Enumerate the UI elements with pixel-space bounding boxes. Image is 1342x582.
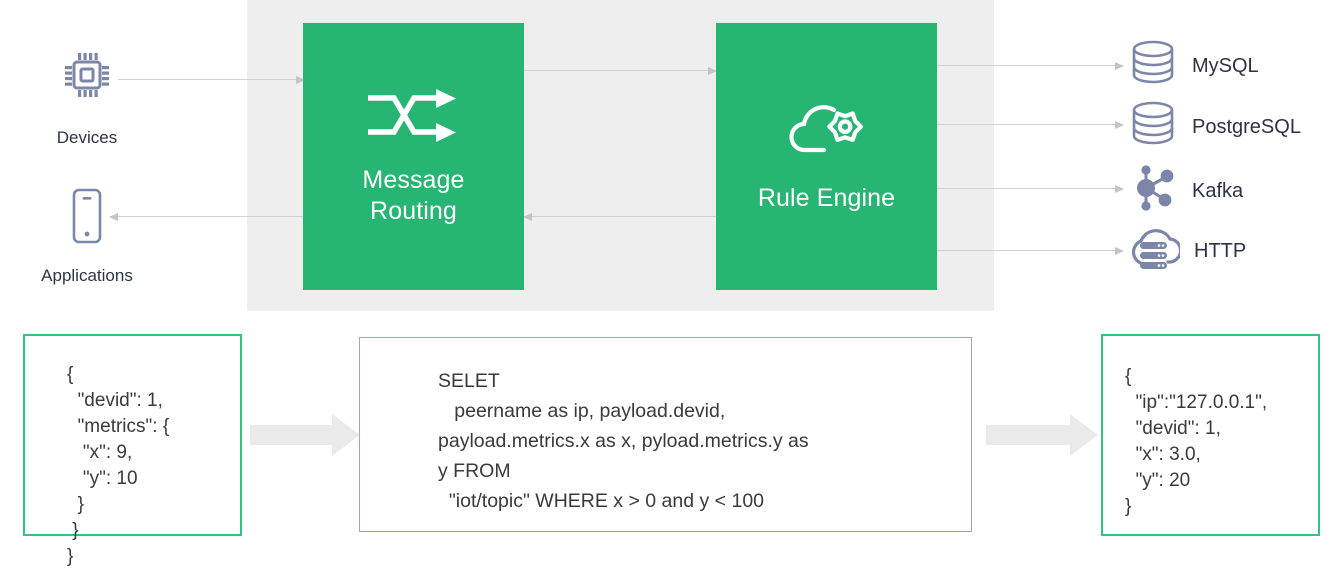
sink-label-mysql: MySQL bbox=[1192, 54, 1259, 77]
cloud-gear-icon bbox=[788, 100, 866, 167]
stage-label-rule-engine: Rule Engine bbox=[757, 183, 896, 212]
sink-node-postgresql[interactable]: PostgreSQL bbox=[1128, 100, 1301, 153]
source-label-devices: Devices bbox=[56, 128, 118, 147]
sql-rule-query: SELET peername as ip, payload.devid, pay… bbox=[438, 370, 809, 512]
sink-label-postgresql: PostgreSQL bbox=[1192, 115, 1301, 138]
connector-engine-to-routing bbox=[523, 212, 716, 221]
stage-rule-engine[interactable]: Rule Engine bbox=[716, 23, 937, 290]
cloud-server-icon bbox=[1128, 224, 1183, 277]
arrow-head bbox=[1070, 414, 1098, 456]
connector-engine-to-postgresql bbox=[937, 120, 1124, 129]
output-payload-json: { "ip":"127.0.0.1", "devid": 1, "x": 3.0… bbox=[1125, 366, 1268, 517]
sink-node-kafka[interactable]: Kafka bbox=[1128, 164, 1243, 217]
sink-node-http[interactable]: HTTP bbox=[1128, 224, 1246, 277]
shuffle-arrows-icon bbox=[366, 86, 460, 149]
database-cylinder-icon bbox=[1128, 39, 1178, 92]
database-cylinder-icon bbox=[1128, 100, 1178, 153]
output-payload-card: { "ip":"127.0.0.1", "devid": 1, "x": 3.0… bbox=[1101, 334, 1320, 536]
arrow-head bbox=[332, 414, 360, 456]
microchip-icon bbox=[57, 45, 117, 110]
sink-node-mysql[interactable]: MySQL bbox=[1128, 39, 1259, 92]
connector-engine-to-kafka bbox=[937, 184, 1124, 193]
input-payload-json: { "devid": 1, "metrics": { "x": 9, "y": … bbox=[67, 364, 170, 567]
connector-devices-to-routing bbox=[118, 75, 305, 84]
source-node-applications: Applications bbox=[24, 186, 150, 287]
stage-label-line1: Message bbox=[362, 166, 465, 194]
connector-engine-to-mysql bbox=[937, 61, 1124, 70]
arrow-shaft bbox=[250, 425, 334, 445]
input-payload-card: { "devid": 1, "metrics": { "x": 9, "y": … bbox=[23, 334, 242, 567]
source-node-devices: Devices bbox=[27, 45, 147, 149]
stage-label-line2: Routing bbox=[370, 197, 457, 225]
sink-label-http: HTTP bbox=[1194, 239, 1247, 262]
source-label-applications: Applications bbox=[41, 266, 133, 285]
flow-arrow-input-to-sql bbox=[250, 414, 360, 456]
sql-rule-card: SELET peername as ip, payload.devid, pay… bbox=[359, 337, 972, 532]
sink-label-kafka: Kafka bbox=[1192, 179, 1244, 202]
node-graph-icon bbox=[1128, 164, 1178, 217]
arrow-shaft bbox=[986, 425, 1072, 445]
connector-routing-to-engine bbox=[524, 66, 717, 75]
mobile-phone-icon bbox=[65, 186, 109, 251]
connector-engine-to-http bbox=[937, 246, 1124, 255]
flow-arrow-sql-to-output bbox=[986, 414, 1098, 456]
connector-routing-to-applications bbox=[109, 212, 304, 221]
